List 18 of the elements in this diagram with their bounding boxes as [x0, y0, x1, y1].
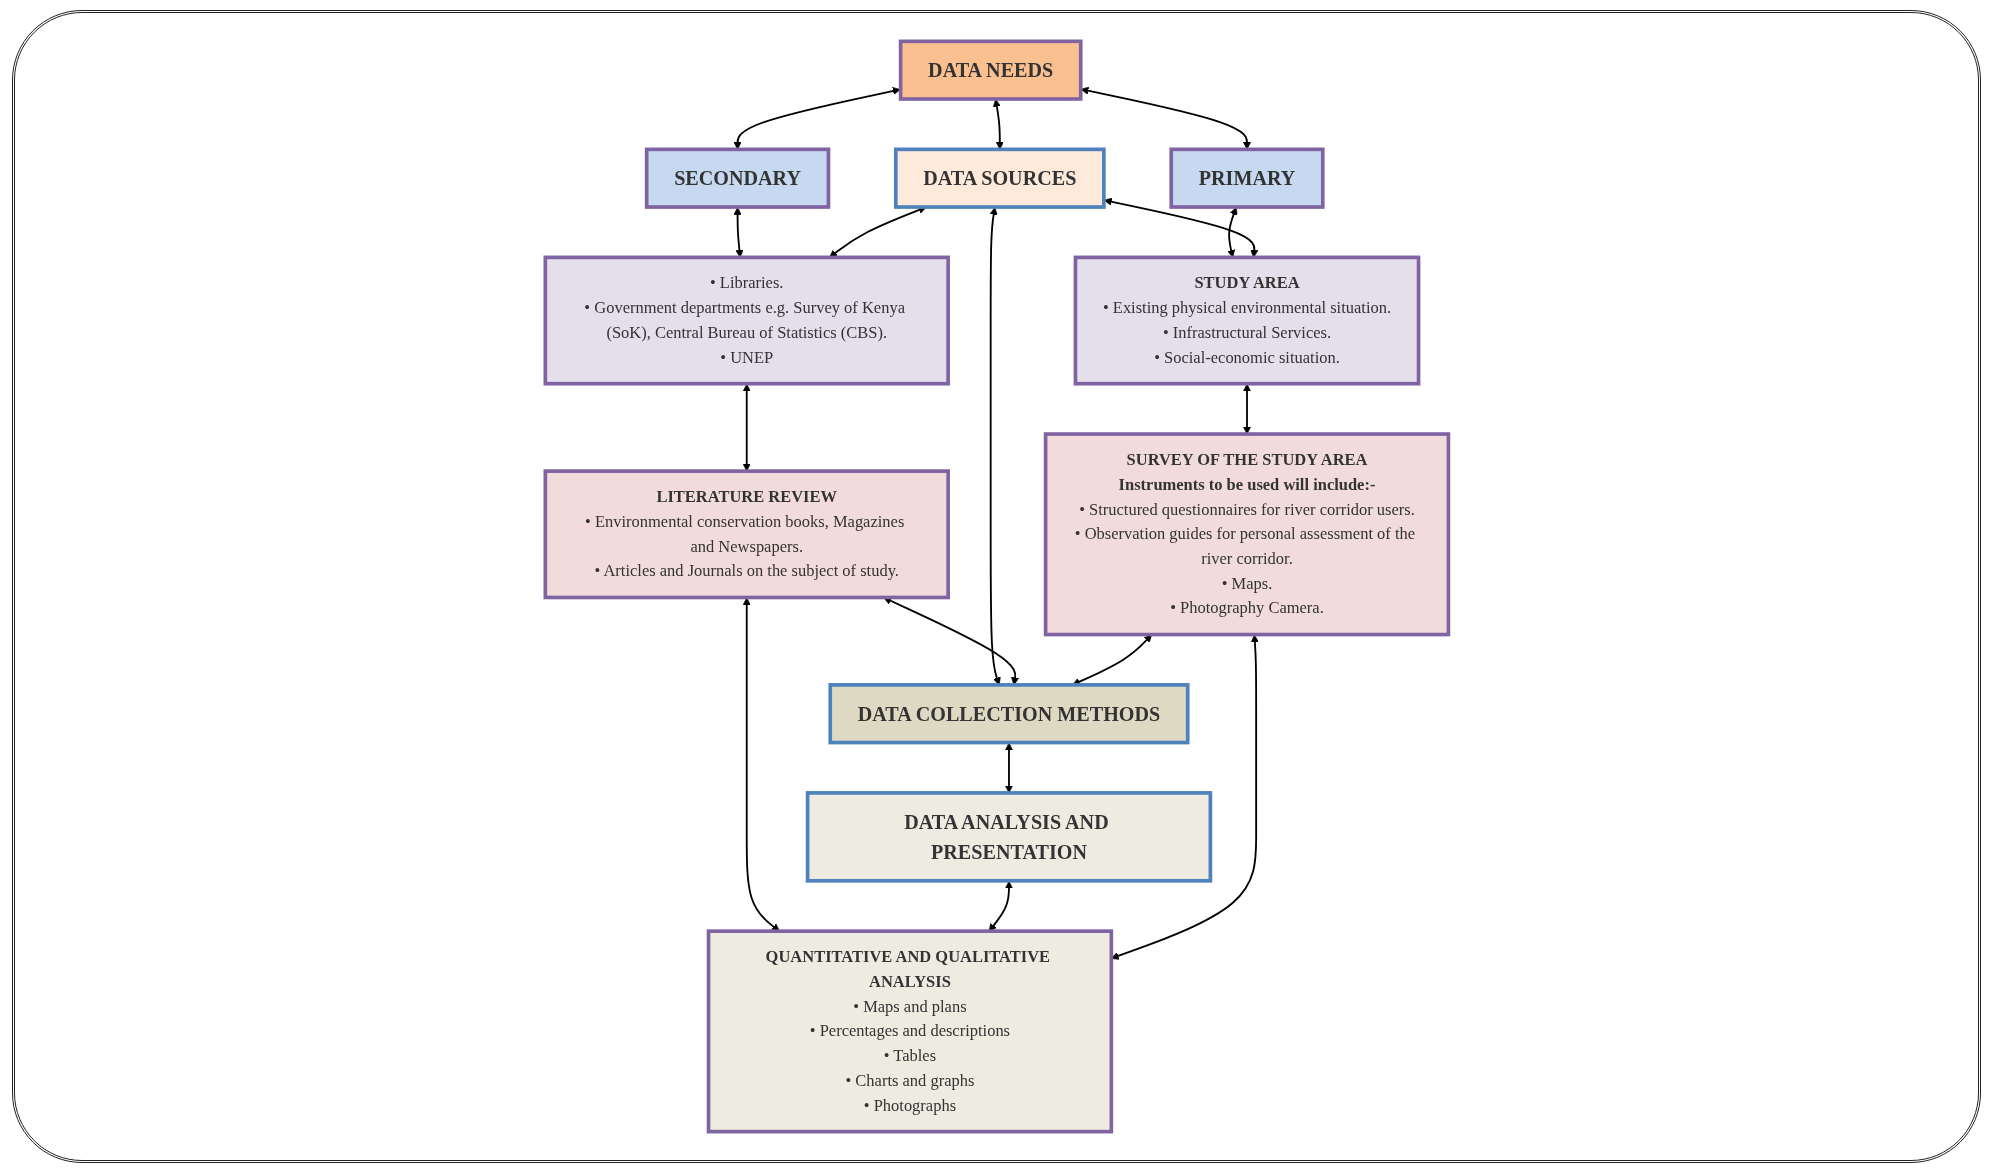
arrow [988, 880, 1013, 932]
arrow [992, 99, 1004, 150]
arrow [1242, 383, 1251, 435]
node-box: DATA ANALYSIS AND PRESENTATION [805, 791, 1212, 883]
node-box: PRIMARY [1169, 147, 1325, 209]
arrow [742, 597, 780, 932]
node-box: DATA NEEDS [898, 39, 1083, 101]
arrow [742, 383, 751, 472]
arrow [733, 207, 744, 258]
node-box: LITERATURE REVIEW • Environmental conservation books, Magazines and Newspapers. • Articles and Journals on the subject of study. [543, 469, 950, 600]
node-box: QUANTITATIVE AND QUALITATIVE ANALYSIS • Maps and plans • Percentages and descriptions • Tables • Charts and graphs • Photographs [706, 929, 1113, 1134]
node-box: DATA SOURCES [893, 147, 1106, 209]
node-box: DATA COLLECTION METHODS [828, 683, 1190, 745]
node-box: SECONDARY [644, 147, 830, 209]
node-box: STUDY AREA • Existing physical environmental situation. • Infrastructural Services. • Social-economic situation. [1073, 255, 1420, 386]
node-box: • Libraries. • Government departments e.g. Survey of Kenya (SoK), Central Bureau of Statistics (CBS). • UNEP [543, 255, 950, 386]
arrow [1226, 207, 1238, 258]
node-box: SURVEY OF THE STUDY AREA Instruments to be used will include:- • Structured questionnaires for river corridor users. • Observation guides for personal assessment of the river corridor. • Maps. • Photography Camera. [1043, 432, 1450, 637]
